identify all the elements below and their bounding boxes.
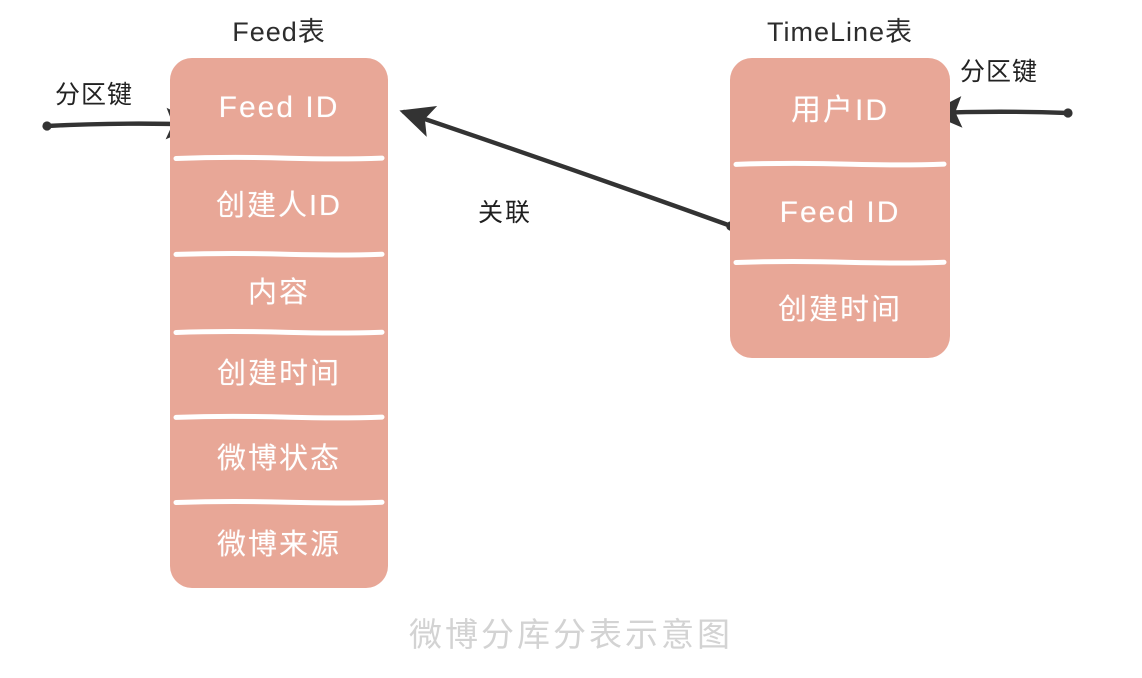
feed-table-row-weibo-status[interactable]: 微博状态: [170, 417, 388, 502]
diagram-caption: 微博分库分表示意图: [409, 616, 733, 653]
feed-table-row-creator-id[interactable]: 创建人ID: [170, 158, 388, 254]
left-partition-key-label: 分区键: [55, 81, 134, 109]
timeline-table[interactable]: 用户ID Feed ID 创建时间: [730, 58, 950, 358]
feed-table-row-label: 创建时间: [216, 358, 341, 390]
feed-table-row-label: 微博状态: [216, 443, 341, 475]
feed-table-row-label: 微博来源: [216, 528, 341, 561]
feed-table[interactable]: Feed ID 创建人ID 内容 创建时间 微博状态 微博来源: [170, 58, 388, 588]
feed-table-row-label: 创建人ID: [215, 189, 342, 222]
timeline-table-row-feed-id[interactable]: Feed ID: [730, 164, 950, 262]
feed-table-row-weibo-source[interactable]: 微博来源: [170, 502, 388, 588]
feed-table-row-create-time[interactable]: 创建时间: [170, 332, 388, 417]
timeline-table-row-label: 创建时间: [777, 293, 902, 326]
timeline-table-row-label: Feed ID: [779, 196, 901, 229]
timeline-table-title: TimeLine表: [766, 17, 914, 47]
right-partition-key-arrow: [928, 96, 1073, 128]
feed-table-row-label: Feed ID: [218, 91, 340, 124]
feed-table-row-label: 内容: [247, 276, 310, 309]
feed-table-row-content[interactable]: 内容: [170, 254, 388, 332]
timeline-table-row-create-time[interactable]: 创建时间: [730, 262, 950, 358]
right-partition-key-label: 分区键: [960, 58, 1039, 86]
relation-arrow: [399, 105, 736, 231]
relation-label: 关联: [478, 199, 533, 227]
timeline-table-row-user-id[interactable]: 用户ID: [730, 58, 950, 164]
timeline-table-row-label: 用户ID: [791, 94, 889, 127]
feed-table-title: Feed表: [232, 17, 326, 47]
feed-table-row-feed-id[interactable]: Feed ID: [170, 58, 388, 158]
